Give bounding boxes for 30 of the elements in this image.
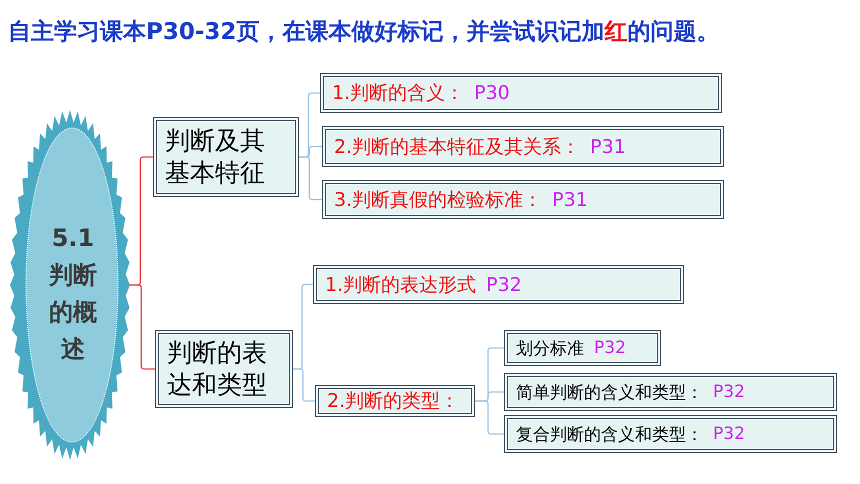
page-reference: P32 xyxy=(594,338,626,358)
topic-box xyxy=(153,117,299,197)
page-reference: P31 xyxy=(590,136,626,158)
box-label: 判断的表达和类型 xyxy=(167,337,268,401)
topic-box xyxy=(315,385,475,417)
topic-box xyxy=(313,265,684,304)
topic-label: 5.1判断的概述 xyxy=(48,223,98,365)
box-label: 1.判断的含义： xyxy=(332,81,464,106)
topic-box xyxy=(504,373,837,411)
page-reference: P32 xyxy=(713,382,745,402)
topic-box xyxy=(320,73,722,113)
page-reference: P32 xyxy=(486,274,522,296)
box-label: 3.判断真假的检验标准： xyxy=(334,188,542,212)
heading: 自主学习课本P30-32页，在课本做好标记，并尝试识记加红的问题。 xyxy=(8,18,720,47)
topic-box xyxy=(322,126,724,167)
page-reference: P31 xyxy=(552,188,588,210)
topic-box xyxy=(504,330,661,366)
box-label: 1.判断的表达形式 xyxy=(325,272,476,298)
topic-box xyxy=(504,415,837,453)
box-label: 2.判断的类型： xyxy=(327,389,460,414)
connector-line xyxy=(475,400,504,435)
box-label: 2.判断的基本特征及其关系： xyxy=(334,134,580,160)
box-label: 划分标准 xyxy=(516,338,584,360)
box-label: 复合判断的含义和类型： xyxy=(516,424,703,446)
topic-box xyxy=(155,330,293,408)
page-reference: P30 xyxy=(474,82,510,104)
page-reference: P32 xyxy=(713,424,745,444)
box-label: 判断及其基本特征 xyxy=(165,125,266,189)
box-label: 简单判断的含义和类型： xyxy=(516,382,703,404)
topic-box xyxy=(322,180,724,219)
